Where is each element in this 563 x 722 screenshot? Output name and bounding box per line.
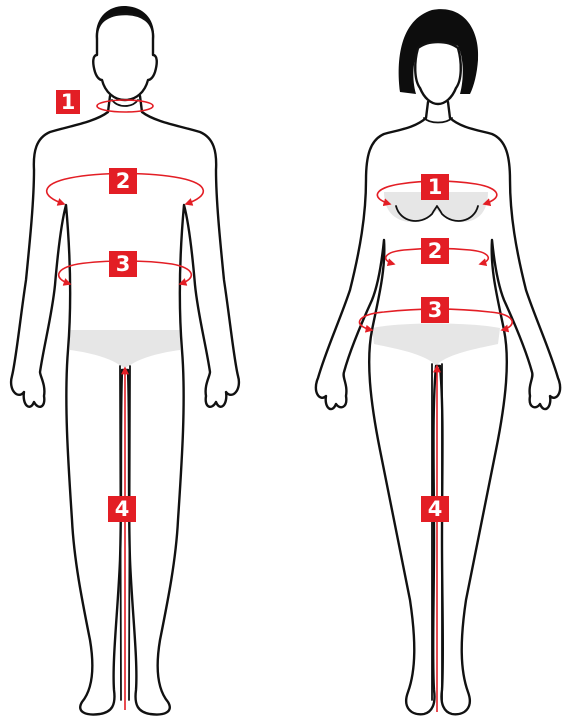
male-badge-neck-label: 1 [61, 90, 76, 114]
male-figure: 1 2 3 4 [11, 6, 239, 715]
female-badge-bust-label: 1 [428, 175, 443, 199]
female-badge-inseam-label: 4 [428, 497, 443, 521]
male-badge-inseam-label: 4 [115, 497, 130, 521]
female-underwear [372, 324, 500, 367]
male-badge-waist-label: 3 [116, 252, 131, 276]
male-badge-neck: 1 [56, 90, 80, 114]
female-head [415, 42, 461, 104]
male-head [93, 14, 156, 100]
male-underwear [70, 330, 180, 368]
female-badge-hips-label: 3 [428, 298, 443, 322]
female-badge-waist: 2 [421, 238, 449, 264]
female-figure: 1 2 3 4 [316, 9, 560, 714]
male-badge-waist: 3 [109, 251, 137, 277]
female-badge-inseam: 4 [421, 496, 449, 522]
female-badge-hips: 3 [421, 297, 449, 323]
female-badge-bust: 1 [421, 174, 449, 200]
female-badge-waist-label: 2 [428, 239, 443, 263]
male-badge-chest-label: 2 [116, 169, 131, 193]
female-collarbone [424, 118, 452, 123]
male-badge-inseam: 4 [108, 496, 136, 522]
male-badge-chest: 2 [109, 168, 137, 194]
